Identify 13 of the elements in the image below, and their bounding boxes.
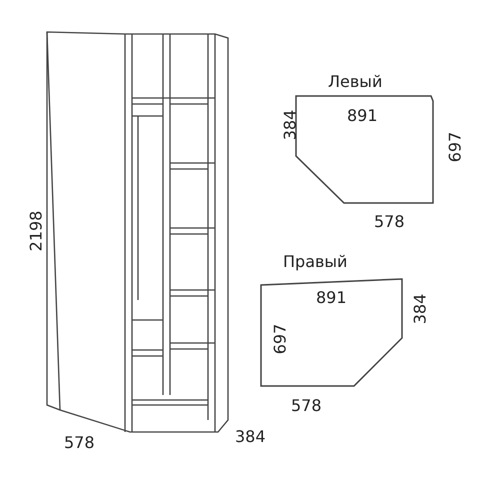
dimension-label: 384 xyxy=(281,110,300,140)
dimension-label: 578 xyxy=(64,434,95,452)
plan-heading: Левый xyxy=(328,73,382,91)
dimension-label: 2198 xyxy=(27,210,46,252)
dimension-label: 891 xyxy=(347,107,378,125)
plan-heading: Правый xyxy=(283,253,348,271)
dimension-label: 578 xyxy=(374,213,405,231)
dimension-label: 697 xyxy=(271,324,290,354)
dimension-label: 578 xyxy=(291,397,322,415)
dimension-label: 891 xyxy=(316,289,347,307)
dimension-label: 384 xyxy=(235,428,266,446)
dimension-label: 384 xyxy=(411,294,430,324)
dimension-label: 697 xyxy=(446,132,464,162)
